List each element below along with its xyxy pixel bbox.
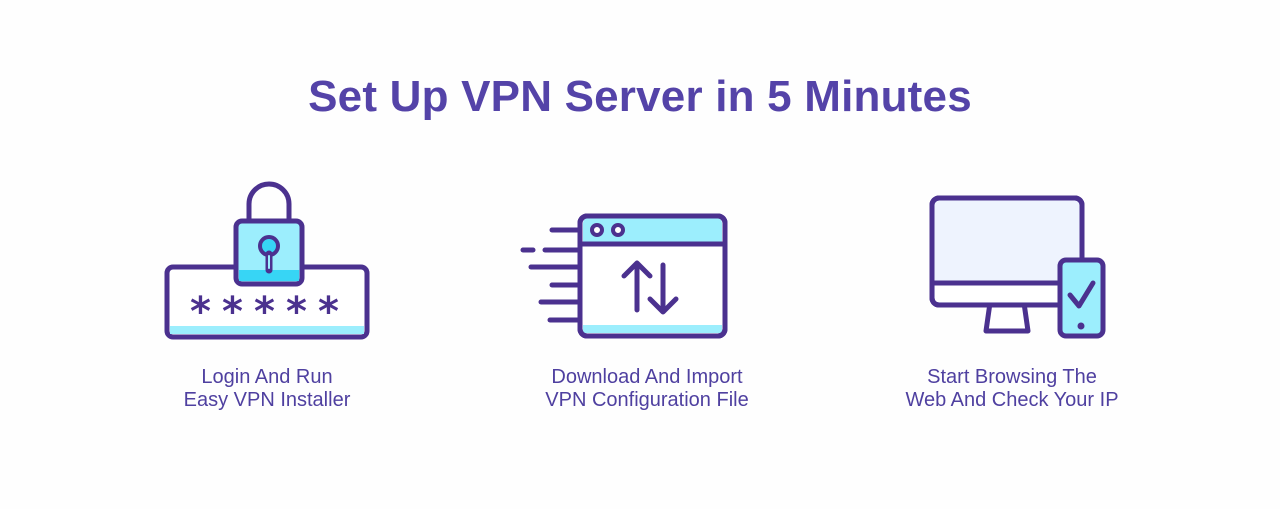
step-caption: Download And Import VPN Configuration Fi…: [545, 366, 749, 411]
browser-transfer-icon: [520, 213, 728, 339]
page-title: Set Up VPN Server in 5 Minutes: [308, 72, 972, 121]
svg-text:*: *: [254, 289, 275, 335]
svg-text:*: *: [318, 289, 339, 335]
svg-text:*: *: [286, 289, 307, 335]
step-caption: Login And Run Easy VPN Installer: [183, 366, 351, 411]
svg-text:*: *: [190, 289, 211, 335]
svg-text:*: *: [222, 289, 243, 335]
lock-password-icon: * * * * *: [164, 181, 370, 340]
step-caption: Start Browsing The Web And Check Your IP: [905, 366, 1119, 411]
monitor-phone-check-icon: [929, 195, 1106, 339]
